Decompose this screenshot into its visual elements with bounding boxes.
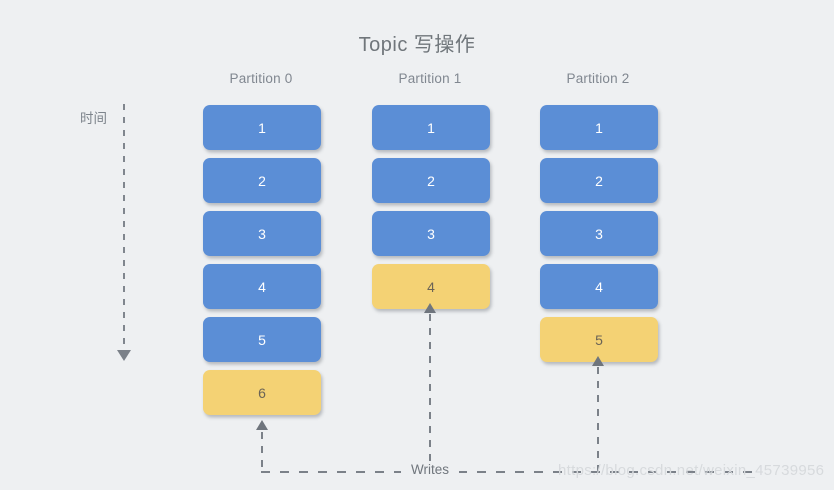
watermark: https://blog.csdn.net/weixin_45739956 bbox=[558, 462, 825, 479]
writes-riser-partition-1 bbox=[429, 314, 431, 473]
writes-dashed-line-left bbox=[261, 471, 401, 473]
message-box: 3 bbox=[540, 211, 658, 256]
message-box: 3 bbox=[372, 211, 490, 256]
message-box: 2 bbox=[372, 158, 490, 203]
writes-arrow-icon-partition-0 bbox=[256, 420, 268, 430]
time-axis-label: 时间 bbox=[80, 111, 107, 126]
message-box-new: 6 bbox=[203, 370, 321, 415]
message-box: 2 bbox=[203, 158, 321, 203]
partition-label-1: Partition 1 bbox=[398, 71, 462, 86]
partition-column-0: 1 2 3 4 5 6 bbox=[203, 105, 321, 423]
message-box: 2 bbox=[540, 158, 658, 203]
time-axis-arrow-icon bbox=[117, 350, 131, 361]
partition-column-2: 1 2 3 4 5 bbox=[540, 105, 658, 370]
message-box-new: 4 bbox=[372, 264, 490, 309]
message-box: 5 bbox=[203, 317, 321, 362]
message-box-new: 5 bbox=[540, 317, 658, 362]
writes-arrow-icon-partition-1 bbox=[424, 303, 436, 313]
writes-riser-partition-2 bbox=[597, 367, 599, 473]
message-box: 4 bbox=[203, 264, 321, 309]
message-box: 1 bbox=[203, 105, 321, 150]
page-title: Topic 写操作 bbox=[358, 34, 476, 56]
partition-label-2: Partition 2 bbox=[566, 71, 630, 86]
message-box: 1 bbox=[540, 105, 658, 150]
message-box: 4 bbox=[540, 264, 658, 309]
writes-arrow-icon-partition-2 bbox=[592, 356, 604, 366]
message-box: 3 bbox=[203, 211, 321, 256]
time-axis-dashed-line bbox=[123, 104, 125, 352]
writes-dashed-line-right bbox=[458, 471, 758, 473]
partition-label-0: Partition 0 bbox=[229, 71, 293, 86]
partition-column-1: 1 2 3 4 bbox=[372, 105, 490, 317]
writes-riser-partition-0 bbox=[261, 432, 263, 473]
writes-label: Writes bbox=[401, 462, 459, 477]
message-box: 1 bbox=[372, 105, 490, 150]
